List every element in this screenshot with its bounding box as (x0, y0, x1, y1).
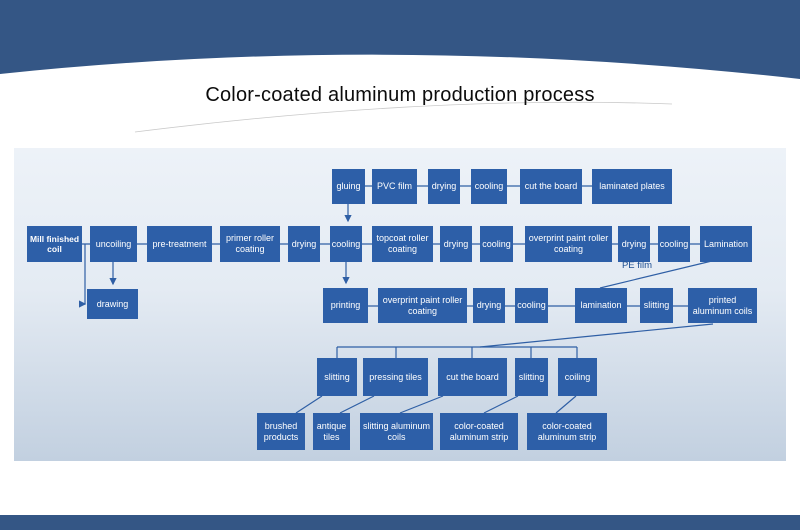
flow-node-coiling: coiling (558, 358, 597, 396)
flow-node-slitting-aluminum-coils: slitting aluminum coils (360, 413, 433, 450)
flow-node-slitting: slitting (317, 358, 357, 396)
flow-node-pre-treatment: pre-treatment (147, 226, 212, 262)
flow-node-color-coated-aluminum-strip: color-coated aluminum strip (527, 413, 607, 450)
flow-node-slitting: slitting (515, 358, 548, 396)
flow-node-uncoiling: uncoiling (90, 226, 137, 262)
flow-node-drawing: drawing (87, 289, 138, 319)
header-banner (0, 0, 800, 79)
flow-node-cooling: cooling (515, 288, 548, 323)
flow-node-printing: printing (323, 288, 368, 323)
flow-node-drying: drying (440, 226, 472, 262)
flow-node-cut-the-board: cut the board (438, 358, 507, 396)
flow-node-drying: drying (473, 288, 505, 323)
flow-node-pressing-tiles: pressing tiles (363, 358, 428, 396)
flow-node-primer-roller-coating: primer roller coating (220, 226, 280, 262)
flow-node-drying: drying (288, 226, 320, 262)
flow-node-mill-finished-coil: Mill finished coil (27, 226, 82, 262)
flow-node-gluing: gluing (332, 169, 365, 204)
flow-node-slitting: slitting (640, 288, 673, 323)
pe-film-label: PE film (621, 260, 653, 271)
flow-node-cooling: cooling (658, 226, 690, 262)
flow-node-drying: drying (618, 226, 650, 262)
page-title: Color-coated aluminum production process (205, 84, 595, 106)
flow-node-drying: drying (428, 169, 460, 204)
footer-banner (0, 515, 800, 530)
flow-node-cut-the-board: cut the board (520, 169, 582, 204)
flow-node-lamination: Lamination (700, 226, 752, 262)
flow-node-cooling: cooling (471, 169, 507, 204)
flow-node-overprint-paint-roller-coating: overprint paint roller coating (378, 288, 467, 323)
flow-node-antique-tiles: antique tiles (313, 413, 350, 450)
flow-node-overprint-paint-roller-coating: overprint paint roller coating (525, 226, 612, 262)
flow-node-topcoat-roller-coating: topcoat roller coating (372, 226, 433, 262)
flow-node-cooling: cooling (480, 226, 513, 262)
flow-node-pvc-film: PVC film (372, 169, 417, 204)
flow-node-lamination: lamination (575, 288, 627, 323)
flow-node-color-coated-aluminum-strip: color-coated aluminum strip (440, 413, 518, 450)
flow-node-printed-aluminum-coils: printed aluminum coils (688, 288, 757, 323)
flow-node-laminated-plates: laminated plates (592, 169, 672, 204)
flow-node-brushed-products: brushed products (257, 413, 305, 450)
flow-node-cooling: cooling (330, 226, 362, 262)
